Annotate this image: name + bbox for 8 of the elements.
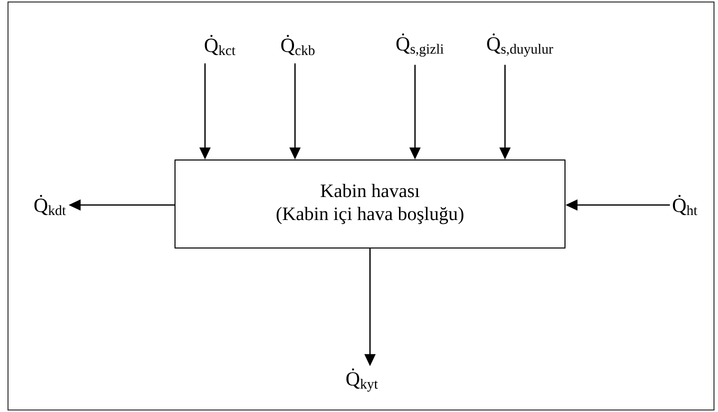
flow-label: Q̇$_{kdt}$ (34, 194, 66, 216)
flow-label: Q̇$_{ckb}$ (281, 34, 315, 56)
process-box: Kabin havası (Kabin içi hava boşluğu) (174, 160, 566, 248)
flow-label: Q̇$_{ht}$ (672, 194, 698, 216)
flow-label: Q̇$_{kyt}$ (346, 368, 378, 392)
flow-label: Q̇$_{s,gizli}$ (396, 33, 444, 57)
flow-label: Q̇$_{kct}$ (204, 34, 236, 56)
flow-label: Q̇$_{s,duyulur}$ (487, 33, 554, 57)
